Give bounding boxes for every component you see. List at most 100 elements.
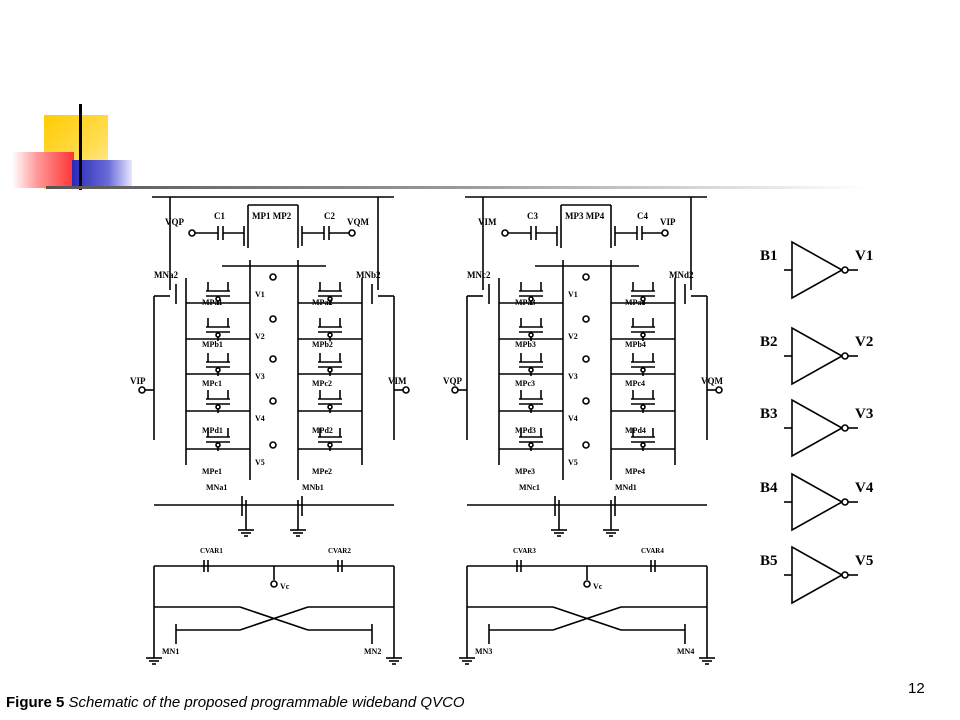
- inverter-input-label: B4: [760, 480, 778, 496]
- cap-label: C3: [527, 211, 538, 221]
- nmos-label: MNc1: [519, 483, 540, 492]
- cross-wire: [239, 606, 309, 631]
- pmos-label: MPa3: [515, 298, 535, 307]
- pmos-bubble: [327, 442, 333, 448]
- control-terminal: [582, 315, 590, 323]
- inverter-output-label: V4: [855, 480, 874, 496]
- nmos-label: MNa2: [154, 270, 178, 280]
- control-terminal: [582, 397, 590, 405]
- control-terminal: [269, 315, 277, 323]
- pmos-label: MPb1: [202, 340, 223, 349]
- control-label: V3: [568, 372, 578, 381]
- pmos-bubble: [215, 367, 221, 373]
- control-terminal: [269, 355, 277, 363]
- input-label: VIM: [388, 376, 407, 386]
- pmos-bubble: [640, 442, 646, 448]
- accent-vertical-line: [79, 104, 82, 190]
- nmos-label: MNb1: [302, 483, 324, 492]
- pmos-bubble: [528, 442, 534, 448]
- cross-wire: [552, 606, 622, 631]
- caption-text: Schematic of the proposed programmable w…: [68, 694, 465, 711]
- nmos-label: MNd1: [615, 483, 637, 492]
- control-terminal: [269, 397, 277, 405]
- pmos-label: MPc2: [312, 379, 332, 388]
- nmos-label: MN3: [475, 647, 492, 656]
- varactor-label: CVAR3: [513, 547, 536, 555]
- pmos-label: MPe1: [202, 467, 222, 476]
- node-terminal: [501, 229, 509, 237]
- control-label: V2: [568, 332, 578, 341]
- inverter-triangle: [791, 326, 844, 386]
- inverter-triangle: [791, 545, 844, 605]
- pmos-label: MPa1: [202, 298, 222, 307]
- inverter-output-label: V3: [855, 406, 873, 422]
- nmos-label: MNc2: [467, 270, 491, 280]
- inverter-input-label: B1: [760, 248, 778, 264]
- control-label: V4: [568, 414, 578, 423]
- input-label: VIP: [130, 376, 146, 386]
- pmos-label: MPc1: [202, 379, 222, 388]
- varactor-label: CVAR4: [641, 547, 664, 555]
- node-terminal: [188, 229, 196, 237]
- control-terminal: [269, 441, 277, 449]
- pmos-bubble: [327, 404, 333, 410]
- caption-label: Figure 5: [6, 694, 65, 711]
- accent-square-blue: [72, 160, 132, 188]
- pmos-bubble: [215, 404, 221, 410]
- inverter-bubble: [841, 424, 849, 432]
- node-label: VIP: [660, 217, 676, 227]
- varactor-label: CVAR2: [328, 547, 351, 555]
- control-label: V5: [568, 458, 578, 467]
- pmos-label: MPe3: [515, 467, 535, 476]
- control-label: V4: [255, 414, 265, 423]
- nmos-label: MN2: [364, 647, 381, 656]
- figure-caption: Figure 5 Schematic of the proposed progr…: [6, 694, 465, 711]
- pmos-label: MPc3: [515, 379, 535, 388]
- pmos-bubble: [640, 404, 646, 410]
- pmos-bubble: [528, 332, 534, 338]
- control-label: V5: [255, 458, 265, 467]
- nmos-label: MN1: [162, 647, 179, 656]
- pmos-label: MP3 MP4: [565, 211, 605, 221]
- control-terminal: [582, 355, 590, 363]
- inverter-bubble: [841, 498, 849, 506]
- node-terminal: [402, 386, 410, 394]
- inverter-bubble: [841, 571, 849, 579]
- cap-label: C1: [214, 211, 225, 221]
- pmos-label: MPb3: [515, 340, 536, 349]
- inverter-bubble: [841, 266, 849, 274]
- control-label: V2: [255, 332, 265, 341]
- node-terminal: [661, 229, 669, 237]
- page-number: 12: [908, 680, 925, 697]
- nmos-label: MNb2: [356, 270, 381, 280]
- inverter-input-label: B2: [760, 334, 778, 350]
- inverter: B3 V3: [760, 398, 873, 458]
- inverter-bubble: [841, 352, 849, 360]
- control-terminal: [582, 441, 590, 449]
- input-label: VQP: [443, 376, 463, 386]
- pmos-bubble: [528, 404, 534, 410]
- control-label: V1: [568, 290, 578, 299]
- node-label: VQM: [347, 217, 370, 227]
- node-label: VIM: [478, 217, 497, 227]
- pmos-label: MPd3: [515, 426, 536, 435]
- vc-label: Vc: [593, 582, 603, 591]
- pmos-bubble: [215, 332, 221, 338]
- pmos-bubble: [327, 367, 333, 373]
- control-label: V1: [255, 290, 265, 299]
- nmos-label: MN4: [677, 647, 694, 656]
- inverter-input-label: B3: [760, 406, 778, 422]
- title-rule: [46, 186, 866, 189]
- control-label: V3: [255, 372, 265, 381]
- nmos-label: MNa1: [206, 483, 227, 492]
- pmos-bubble: [640, 332, 646, 338]
- vc-terminal: [270, 580, 278, 588]
- node-terminal: [138, 386, 146, 394]
- input-label: VQM: [701, 376, 724, 386]
